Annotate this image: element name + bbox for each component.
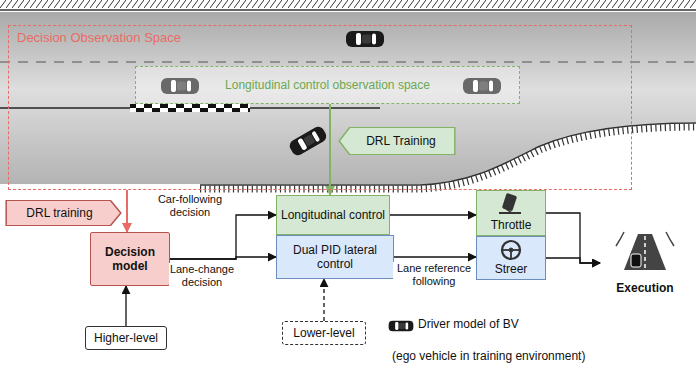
throttle-icon [506,209,512,213]
observation-region: Decision Observation SpaceLongitudinal c… [8,25,632,190]
connector-arrow [170,215,276,259]
level-box: Higher-level [85,326,167,350]
actuator-box: Streer [476,236,546,280]
process-box: Longitudinal control [276,195,390,235]
execution-icon [616,232,674,270]
arrow-outline [6,200,121,225]
connector-arrow [125,286,126,326]
steering-wheel-icon [502,249,509,251]
execution-icon [624,234,666,270]
node-text: Decision model [91,245,169,274]
arrow-outline [339,127,455,154]
road-surface [0,12,696,184]
connector-arrow [390,214,476,215]
steering-wheel-icon [502,241,520,259]
throttle-icon [499,212,521,214]
legend-text: Driver model of BV [418,317,519,331]
training-arrow: DRL training [5,200,122,226]
node-text: Execution [616,281,673,295]
process-box: Decision model [90,232,170,286]
node-text: Longitudinal control observation space [225,78,430,92]
level-box: Lower-level [282,321,366,345]
lane-marking [0,61,696,62]
connector-label: Lane-change decision [169,263,235,289]
node-text: DRL training [26,206,92,220]
steering-wheel-icon [502,241,520,259]
execution-icon [616,232,624,246]
steering-wheel-icon [510,252,512,259]
node-text: Higher-level [94,331,158,345]
steering-wheel-icon [509,248,513,252]
node-text: Dual PID lateral control [277,243,393,272]
vehicle-icon [346,31,384,47]
connector-arrow [323,279,324,321]
node-text: Lower-level [293,326,354,340]
node-text: Longitudinal control [281,208,385,222]
node-text: Streer [495,262,528,276]
steering-wheel-icon [513,249,520,251]
road-edge [200,123,696,185]
execution-node: Execution [600,228,690,298]
checkered-marking [130,104,250,112]
connector-arrow [394,256,476,257]
vehicle-icon [288,125,329,158]
actuator-box: Throttle [476,190,546,236]
note-text: (ego vehicle in training environment) [392,349,585,363]
node-text: DRL Training [366,134,436,148]
connector-arrow [329,104,331,195]
legend-vehicle-icon [389,321,414,331]
execution-icon [644,236,646,268]
throttle-icon [502,193,517,212]
node-text: Throttle [491,218,532,232]
road-edge [0,9,696,11]
process-box: Dual PID lateral control [276,235,394,279]
connector-arrow [126,190,128,232]
node-text: Decision Observation Space [17,30,181,46]
road-edge-hatch [200,127,696,189]
connector-label: Lane reference following [393,262,475,288]
connector-arrow [170,257,276,259]
connector-arrow [546,213,600,263]
connector-arrow [546,258,600,263]
observation-region: Longitudinal control observation space [135,66,520,104]
connector-label: Car-following decision [150,193,230,219]
execution-icon [631,254,641,267]
throttle-icon [499,193,521,213]
execution-icon [666,232,674,246]
road-edge-hatch [0,0,696,8]
training-arrow: DRL Training [338,127,456,155]
